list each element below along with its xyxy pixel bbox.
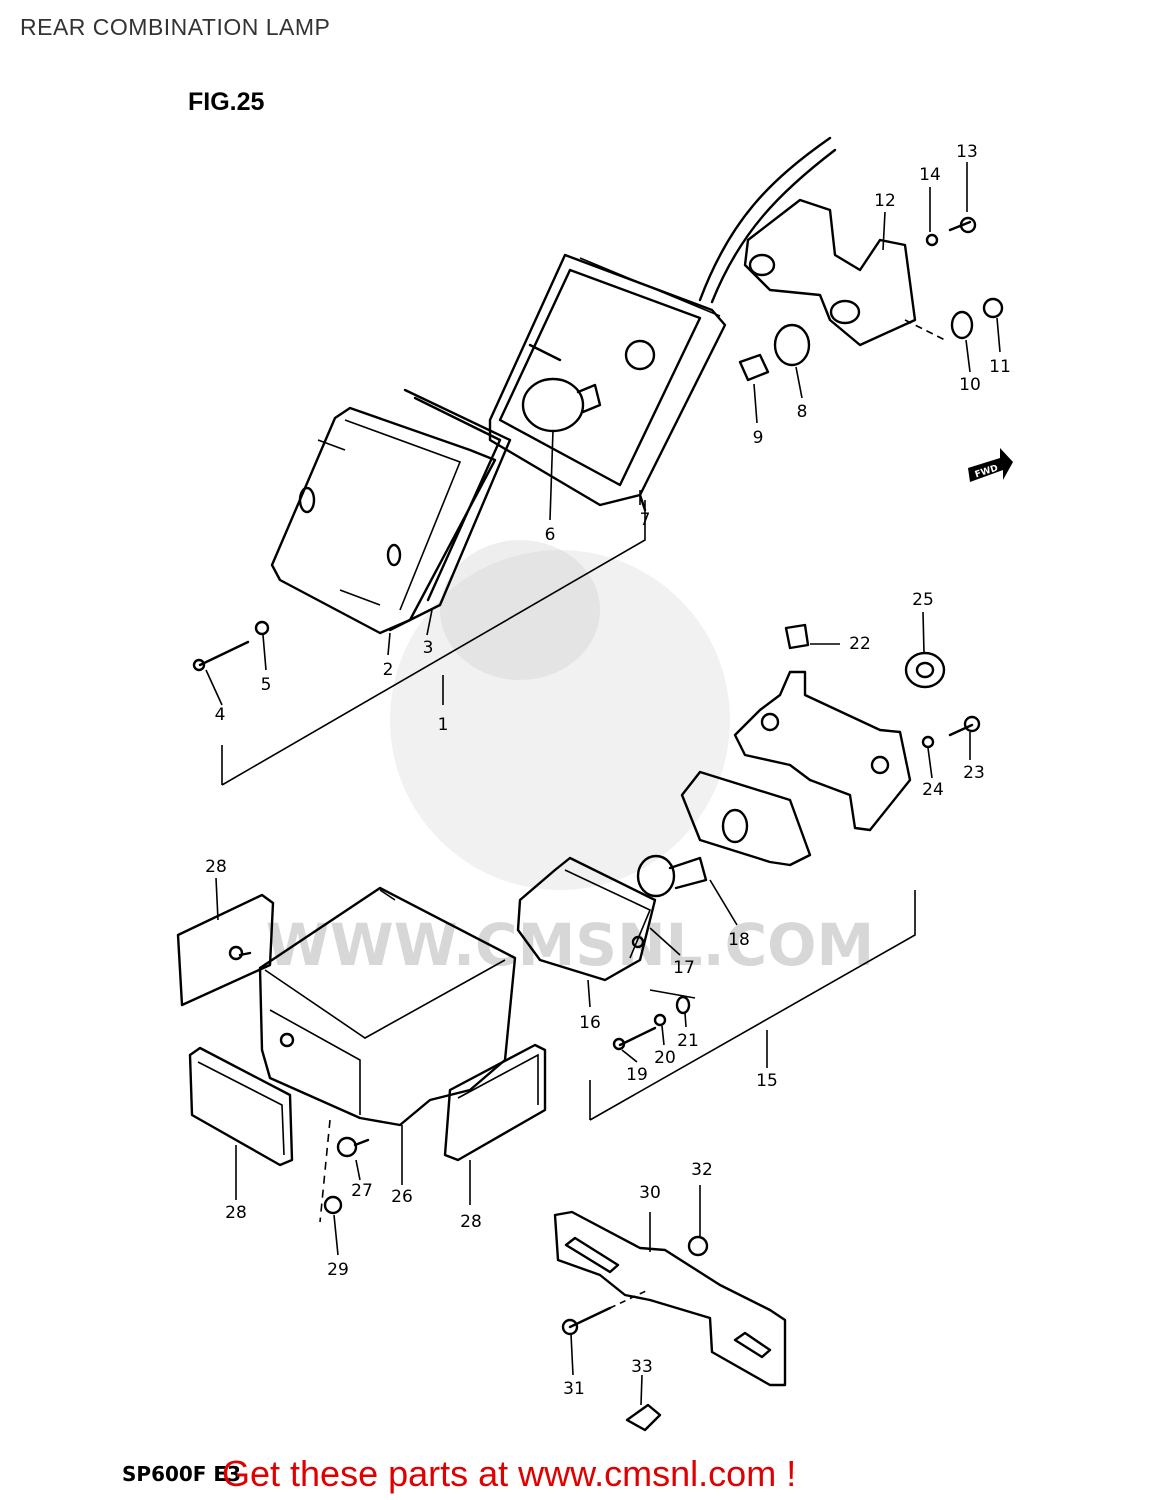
part-number-labels: 1 2 3 4 5 6 7 8 9 10 11 12 13 14 15 16 1… bbox=[205, 142, 1011, 1399]
part-number: 2 bbox=[383, 660, 394, 680]
part-number: 15 bbox=[756, 1071, 778, 1091]
part-number: 14 bbox=[919, 165, 941, 185]
part-number: 28 bbox=[460, 1212, 482, 1232]
part-number: 26 bbox=[391, 1187, 413, 1207]
model-label: SP600F E3 bbox=[122, 1462, 242, 1486]
reflector-left bbox=[176, 893, 275, 1007]
figure-label: FIG.25 bbox=[188, 88, 265, 116]
reflector-rear bbox=[188, 1046, 294, 1167]
taillight-base bbox=[488, 253, 727, 512]
taillight-lens bbox=[270, 406, 497, 635]
bulb-icon bbox=[521, 339, 656, 433]
part-number: 10 bbox=[959, 375, 981, 395]
part-number: 28 bbox=[205, 857, 227, 877]
part-number: 17 bbox=[673, 958, 695, 978]
license-plate-bracket bbox=[553, 1210, 787, 1387]
fwd-arrow-icon: FWD bbox=[968, 448, 1013, 482]
part-number: 1 bbox=[438, 715, 449, 735]
part-number: 29 bbox=[327, 1260, 349, 1280]
part-number: 23 bbox=[963, 763, 985, 783]
watermark: WWW.CMSNL.COM bbox=[266, 540, 874, 979]
reflector-right bbox=[443, 1043, 547, 1162]
part-number: 7 bbox=[640, 510, 651, 530]
promo-link[interactable]: Get these parts at www.cmsnl.com ! bbox=[222, 1453, 797, 1494]
part-number: 5 bbox=[261, 675, 272, 695]
part-number: 33 bbox=[631, 1357, 653, 1377]
part-number: 25 bbox=[912, 590, 934, 610]
part-number: 3 bbox=[423, 638, 434, 658]
part-number: 22 bbox=[849, 634, 871, 654]
part-number: 19 bbox=[626, 1065, 648, 1085]
part-number: 9 bbox=[753, 428, 764, 448]
part-number: 24 bbox=[922, 780, 944, 800]
watermark-text: WWW.CMSNL.COM bbox=[266, 911, 874, 979]
part-number: 12 bbox=[874, 191, 896, 211]
part-number: 18 bbox=[728, 930, 750, 950]
rear-fender-housing bbox=[258, 886, 517, 1127]
part-number: 11 bbox=[989, 357, 1011, 377]
part-number: 8 bbox=[797, 402, 808, 422]
part-number: 20 bbox=[654, 1048, 676, 1068]
mounting-bracket bbox=[743, 198, 917, 347]
part-number: 4 bbox=[215, 705, 226, 725]
part-number: 28 bbox=[225, 1203, 247, 1223]
part-number: 13 bbox=[956, 142, 978, 162]
part-number: 30 bbox=[639, 1183, 661, 1203]
part-number: 27 bbox=[351, 1181, 373, 1201]
part-number: 32 bbox=[691, 1160, 713, 1180]
part-number: 21 bbox=[677, 1031, 699, 1051]
page-title: REAR COMBINATION LAMP bbox=[20, 14, 331, 40]
part-number: 16 bbox=[579, 1013, 601, 1033]
license-lamp-bracket bbox=[733, 670, 912, 832]
part-number: 31 bbox=[563, 1379, 585, 1399]
part-number: 6 bbox=[545, 525, 556, 545]
